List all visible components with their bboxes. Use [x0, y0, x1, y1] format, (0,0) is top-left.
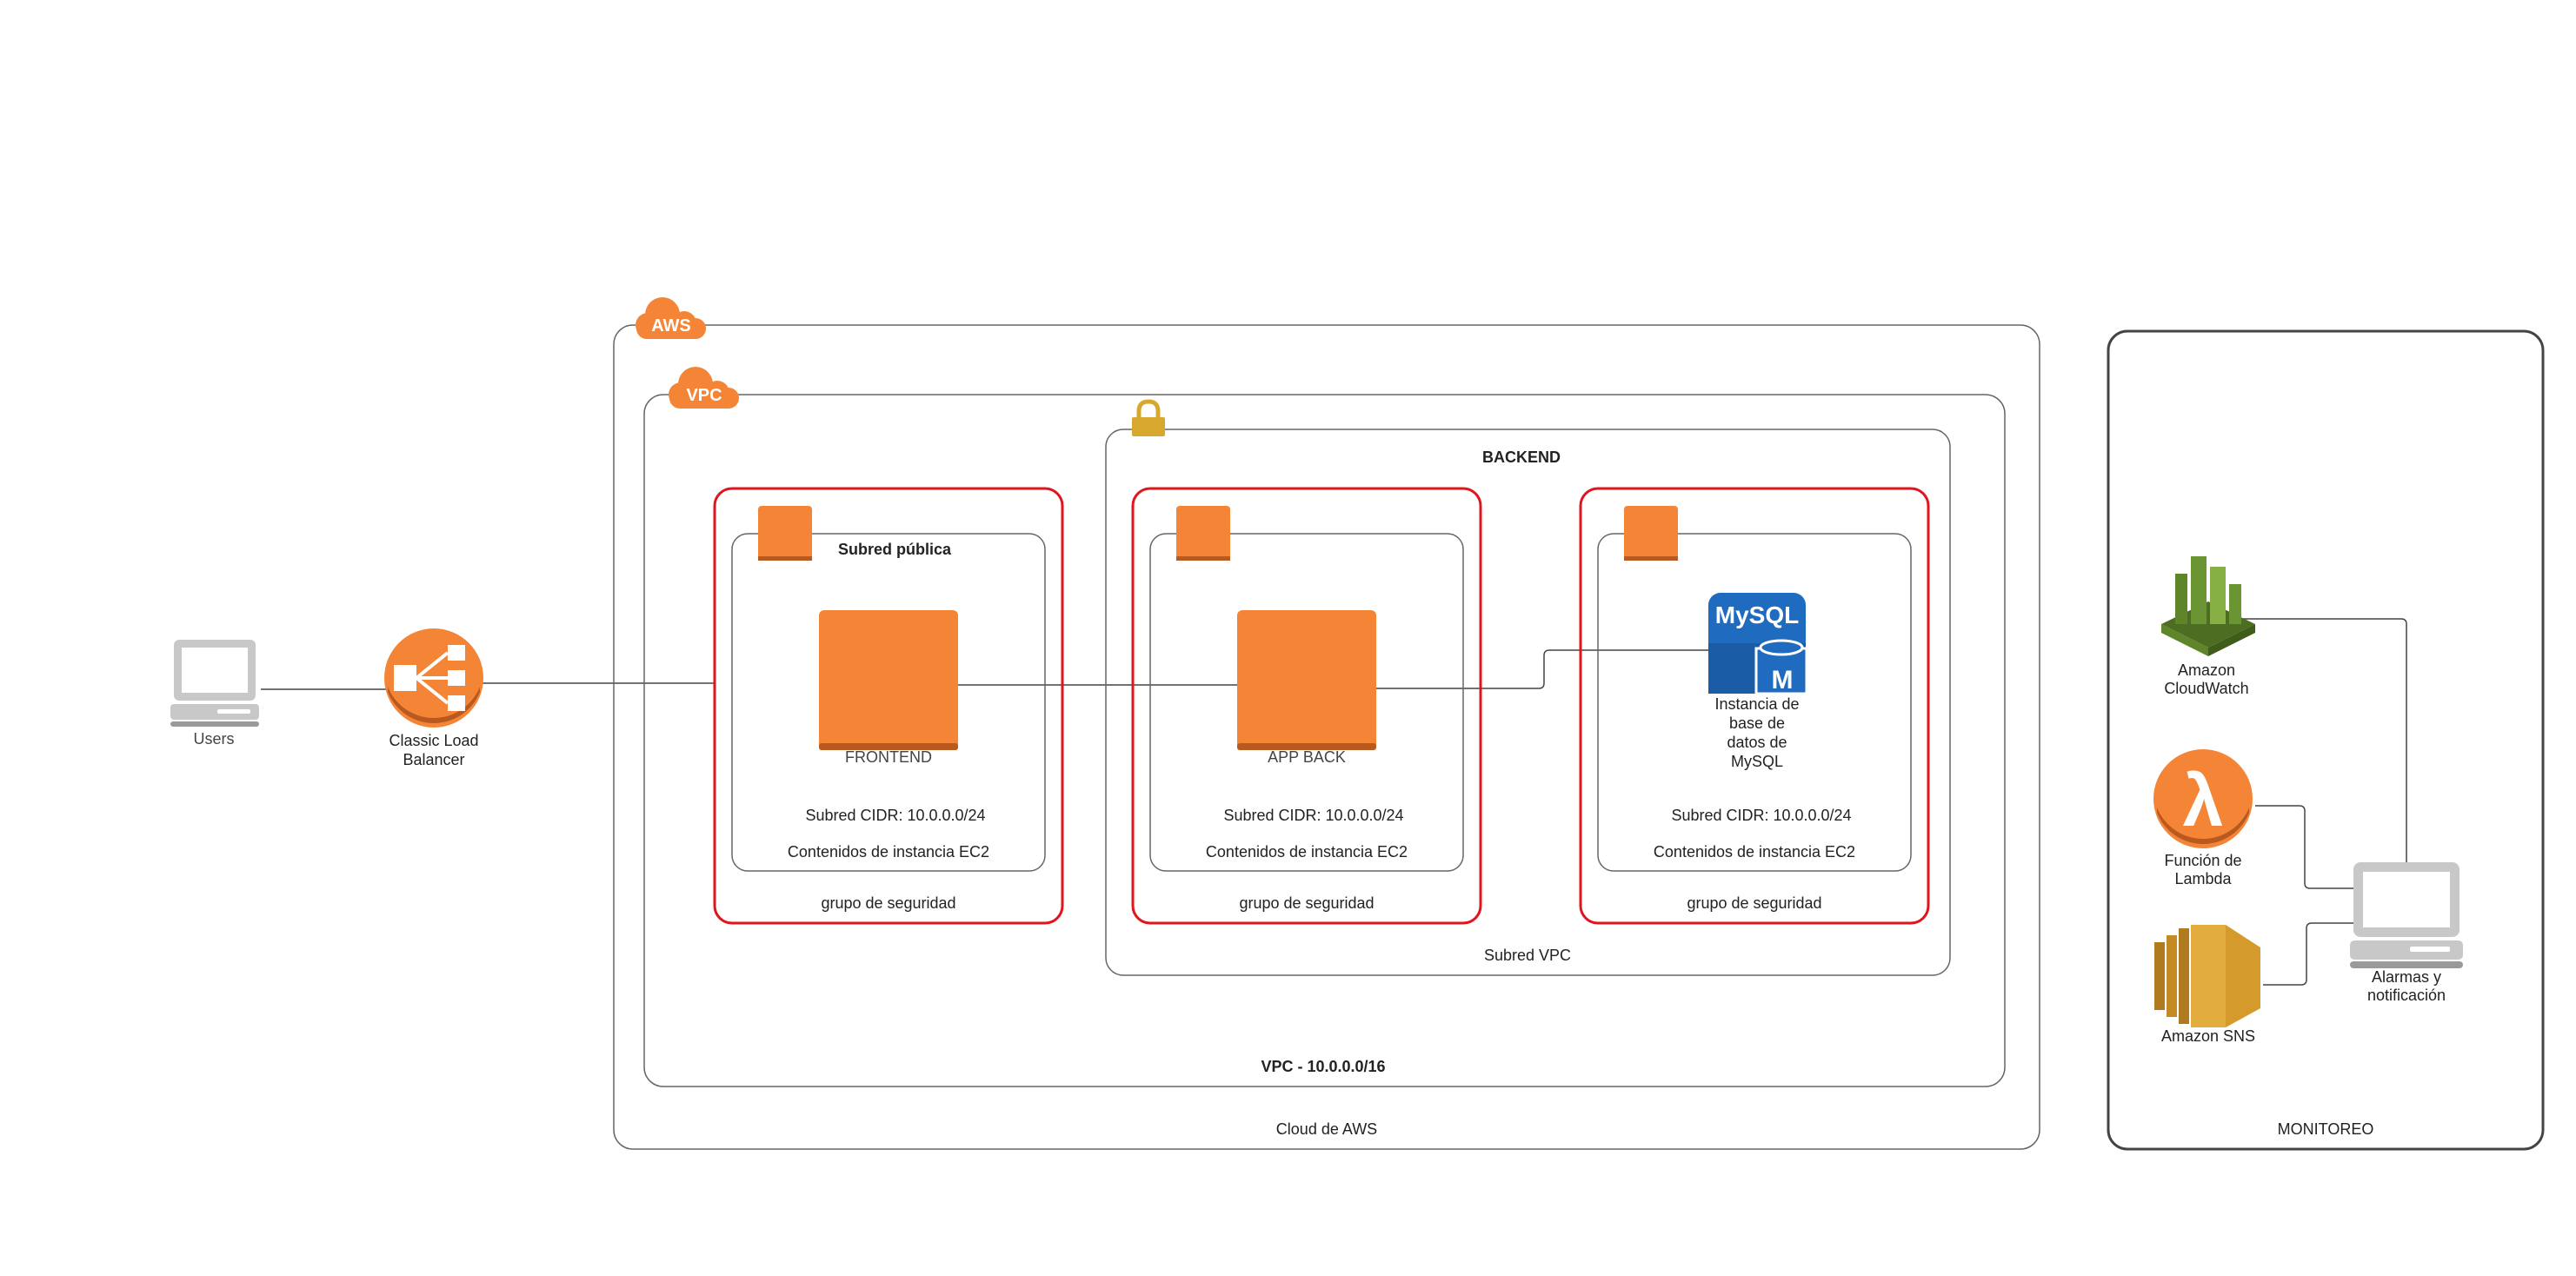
frontend-security-boundary [713, 487, 1064, 925]
db-contents: Contenidos de instancia EC2 [1654, 843, 1855, 861]
backend-subnet-label: Subred VPC [1484, 947, 1571, 964]
alarms-laptop-icon [2350, 862, 2463, 968]
appback-subnet-icon-shadow [1176, 556, 1230, 561]
load-balancer-node: Classic Load Balancer [384, 628, 483, 768]
aws-cloud-icon [636, 297, 706, 339]
users-node: Users [170, 640, 259, 748]
frontend-contents: Contenidos de instancia EC2 [788, 843, 989, 861]
frontend-instance-label: FRONTEND [845, 748, 932, 766]
cloudwatch-label-line-2: CloudWatch [2164, 680, 2248, 697]
db-security-group: MySQL M Instancia de base de datos de My… [1579, 487, 1930, 925]
frontend-security-label: grupo de seguridad [821, 894, 955, 912]
mysql-letter: M [1772, 666, 1794, 694]
lambda-icon [2153, 749, 2253, 848]
cloudwatch-icon [2161, 556, 2255, 656]
db-subnet-box [1597, 533, 1912, 872]
sns-to-alarms-connector [2263, 922, 2353, 986]
vpc-label: VPC - 10.0.0.0/16 [1261, 1058, 1385, 1075]
db-label-line-3: datos de [1727, 734, 1787, 751]
vpc-badge-text: VPC [686, 386, 722, 405]
load-balancer-label-line-2: Balancer [403, 751, 464, 768]
appback-subnet-box [1149, 533, 1464, 872]
appback-to-mysql-connector [1376, 649, 1708, 689]
cloudwatch-label-line-1: Amazon [2178, 661, 2235, 679]
alarms-label-line-1: Alarmas y [2372, 968, 2441, 986]
appback-contents: Contenidos de instancia EC2 [1206, 843, 1408, 861]
db-label-line-2: base de [1729, 714, 1785, 732]
mysql-database-icon [1708, 593, 1808, 695]
backend-subnet-group: BACKEND Subred VPC [1105, 399, 1951, 976]
monitoring-label: MONITOREO [2278, 1120, 2374, 1138]
db-security-label: grupo de seguridad [1687, 894, 1821, 912]
frontend-subnet-title: Subred pública [838, 541, 952, 558]
lambda-glyph: λ [2183, 760, 2224, 841]
sns-label: Amazon SNS [2161, 1027, 2255, 1045]
appback-subnet-icon [1176, 506, 1230, 560]
frontend-cidr: Subred CIDR: 10.0.0.0/24 [805, 807, 985, 824]
aws-cloud-group: AWS Cloud de AWS [613, 297, 2040, 1150]
vpc-cloud-icon [669, 367, 739, 409]
monitoring-boundary [2107, 329, 2545, 1151]
vpc-group: VPC VPC - 10.0.0.0/16 [643, 367, 2006, 1087]
frontend-subnet-icon-shadow [758, 556, 812, 561]
appback-ec2-icon [1237, 610, 1376, 749]
sns-icon [2154, 925, 2260, 1027]
appback-security-boundary [1131, 487, 1482, 925]
lambda-label-line-1: Función de [2164, 852, 2241, 869]
appback-ec2-icon-shadow [1237, 743, 1376, 750]
appback-security-label: grupo de seguridad [1239, 894, 1374, 912]
appback-cidr: Subred CIDR: 10.0.0.0/24 [1223, 807, 1403, 824]
cloudwatch-to-alarms-connector [2239, 618, 2407, 865]
mysql-word: MySQL [1715, 601, 1799, 628]
db-cidr: Subred CIDR: 10.0.0.0/24 [1671, 807, 1851, 824]
db-subnet-icon-shadow [1624, 556, 1678, 561]
db-security-boundary [1579, 487, 1930, 925]
load-balancer-icon [384, 628, 483, 728]
db-label-line-1: Instancia de [1714, 695, 1799, 713]
frontend-subnet-box [731, 533, 1046, 872]
appback-instance-label: APP BACK [1268, 748, 1346, 766]
frontend-ec2-icon [819, 610, 958, 749]
monitoring-group: MONITOREO Amazon CloudWatch λ Función de… [2107, 329, 2545, 1151]
lambda-label-line-2: Lambda [2174, 870, 2232, 887]
backend-title: BACKEND [1482, 449, 1561, 466]
load-balancer-label-line-1: Classic Load [389, 732, 478, 749]
aws-cloud-label: Cloud de AWS [1276, 1120, 1377, 1138]
aws-badge-text: AWS [651, 316, 691, 336]
vpc-boundary [643, 394, 2006, 1087]
users-label: Users [193, 730, 234, 748]
frontend-security-group: Subred pública FRONTEND Subred CIDR: 10.… [713, 487, 1064, 925]
aws-cloud-boundary [613, 324, 2040, 1150]
alarms-label-line-2: notificación [2367, 987, 2446, 1004]
backend-subnet-boundary [1105, 429, 1951, 976]
frontend-ec2-icon-shadow [819, 743, 958, 750]
lambda-to-alarms-connector [2255, 805, 2353, 889]
appback-security-group: APP BACK Subred CIDR: 10.0.0.0/24 Conten… [1131, 487, 1482, 925]
lock-icon [1132, 399, 1165, 436]
db-label-line-4: MySQL [1731, 753, 1783, 770]
connectors [261, 618, 2407, 986]
db-subnet-icon [1624, 506, 1678, 560]
frontend-subnet-icon [758, 506, 812, 560]
users-laptop-icon [170, 640, 259, 727]
